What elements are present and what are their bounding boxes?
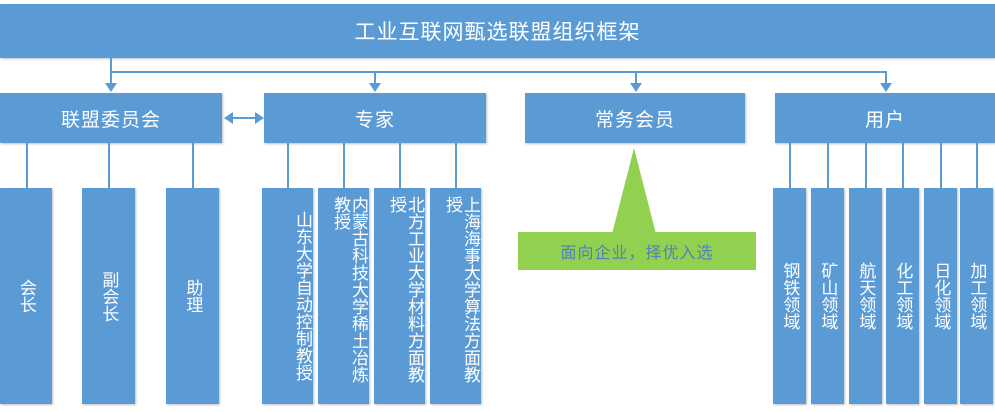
callout-text: 面向企业，择优入选 (560, 245, 714, 262)
node-user-domain-6-label: 加工领域 (967, 262, 987, 330)
page-title: 工业互联网甄选联盟组织框架 (354, 21, 641, 44)
connector-stem-assistant (192, 143, 194, 188)
connector-horizontal-bus (110, 71, 885, 73)
connector-stem-user-6 (976, 143, 978, 188)
arrowhead-member-icon (630, 83, 642, 92)
connector-stem-user-4 (902, 143, 904, 188)
node-expert-detail-4-label: 上海海事大学算法方面教授 (443, 196, 480, 383)
node-user-domain-3-label: 航天领域 (856, 262, 876, 330)
node-expert-detail-3[interactable]: 北方工业大学材料方面教授 (374, 188, 425, 404)
connector-stem-user-2 (827, 143, 829, 188)
connector-drop-expert (374, 71, 376, 84)
node-user[interactable]: 用户 (775, 93, 995, 143)
connector-drop-committee (110, 71, 112, 84)
node-expert-detail-1[interactable]: 山东大学自动控制教授 (262, 188, 313, 404)
node-expert[interactable]: 专家 (264, 93, 486, 143)
arrowhead-committee-icon (105, 83, 117, 92)
node-user-domain-3[interactable]: 航天领域 (849, 188, 882, 404)
node-user-domain-1[interactable]: 钢铁领域 (773, 188, 806, 404)
node-standing-member[interactable]: 常务会员 (525, 93, 745, 143)
node-president[interactable]: 会长 (0, 188, 52, 404)
connector-stem-expert-3 (399, 143, 401, 188)
node-user-domain-2[interactable]: 矿山领域 (811, 188, 844, 404)
node-user-domain-4[interactable]: 化工领域 (886, 188, 919, 404)
node-president-label: 会长 (16, 279, 36, 313)
node-committee-label: 联盟委员会 (60, 109, 161, 131)
arrowhead-toward-committee-icon (224, 112, 233, 124)
node-expert-detail-2[interactable]: 内蒙古科技大学稀土冶炼教授 (318, 188, 369, 404)
callout-arrow-icon (612, 148, 656, 234)
connector-drop-member (635, 71, 637, 84)
connector-stem-expert-4 (455, 143, 457, 188)
connector-committee-expert (230, 117, 258, 119)
node-user-domain-5[interactable]: 日化领域 (924, 188, 957, 404)
connector-stem-expert-1 (287, 143, 289, 188)
node-expert-label: 专家 (354, 109, 395, 131)
connector-stem-user-3 (865, 143, 867, 188)
connector-stem-vice-president (108, 143, 110, 188)
node-user-domain-1-label: 钢铁领域 (780, 262, 800, 330)
node-vice-president-label: 副会长 (99, 270, 119, 322)
node-assistant[interactable]: 助理 (166, 188, 219, 404)
arrowhead-expert-icon (369, 83, 381, 92)
node-standing-member-label: 常务会员 (594, 109, 675, 131)
callout-banner: 面向企业，择优入选 (518, 232, 756, 270)
connector-drop-user (885, 71, 887, 84)
node-vice-president[interactable]: 副会长 (82, 188, 135, 404)
arrowhead-user-icon (880, 83, 892, 92)
connector-stem-expert-2 (343, 143, 345, 188)
node-assistant-label: 助理 (183, 279, 203, 313)
node-expert-detail-4[interactable]: 上海海事大学算法方面教授 (430, 188, 481, 404)
connector-stem-user-5 (940, 143, 942, 188)
node-expert-detail-1-label: 山东大学自动控制教授 (293, 211, 312, 381)
chart-title-bar: 工业互联网甄选联盟组织框架 (0, 4, 995, 58)
arrowhead-toward-expert-icon (255, 112, 264, 124)
node-user-domain-4-label: 化工领域 (893, 262, 913, 330)
connector-stem-user-1 (789, 143, 791, 188)
node-committee[interactable]: 联盟委员会 (0, 93, 222, 143)
node-expert-detail-2-label: 内蒙古科技大学稀土冶炼教授 (331, 196, 368, 383)
node-user-domain-5-label: 日化领域 (931, 262, 951, 330)
connector-title-stem (110, 58, 112, 72)
node-user-label: 用户 (864, 109, 905, 131)
connector-stem-president (26, 143, 28, 188)
node-user-domain-2-label: 矿山领域 (818, 262, 838, 330)
node-expert-detail-3-label: 北方工业大学材料方面教授 (387, 196, 424, 383)
node-user-domain-6[interactable]: 加工领域 (960, 188, 993, 404)
